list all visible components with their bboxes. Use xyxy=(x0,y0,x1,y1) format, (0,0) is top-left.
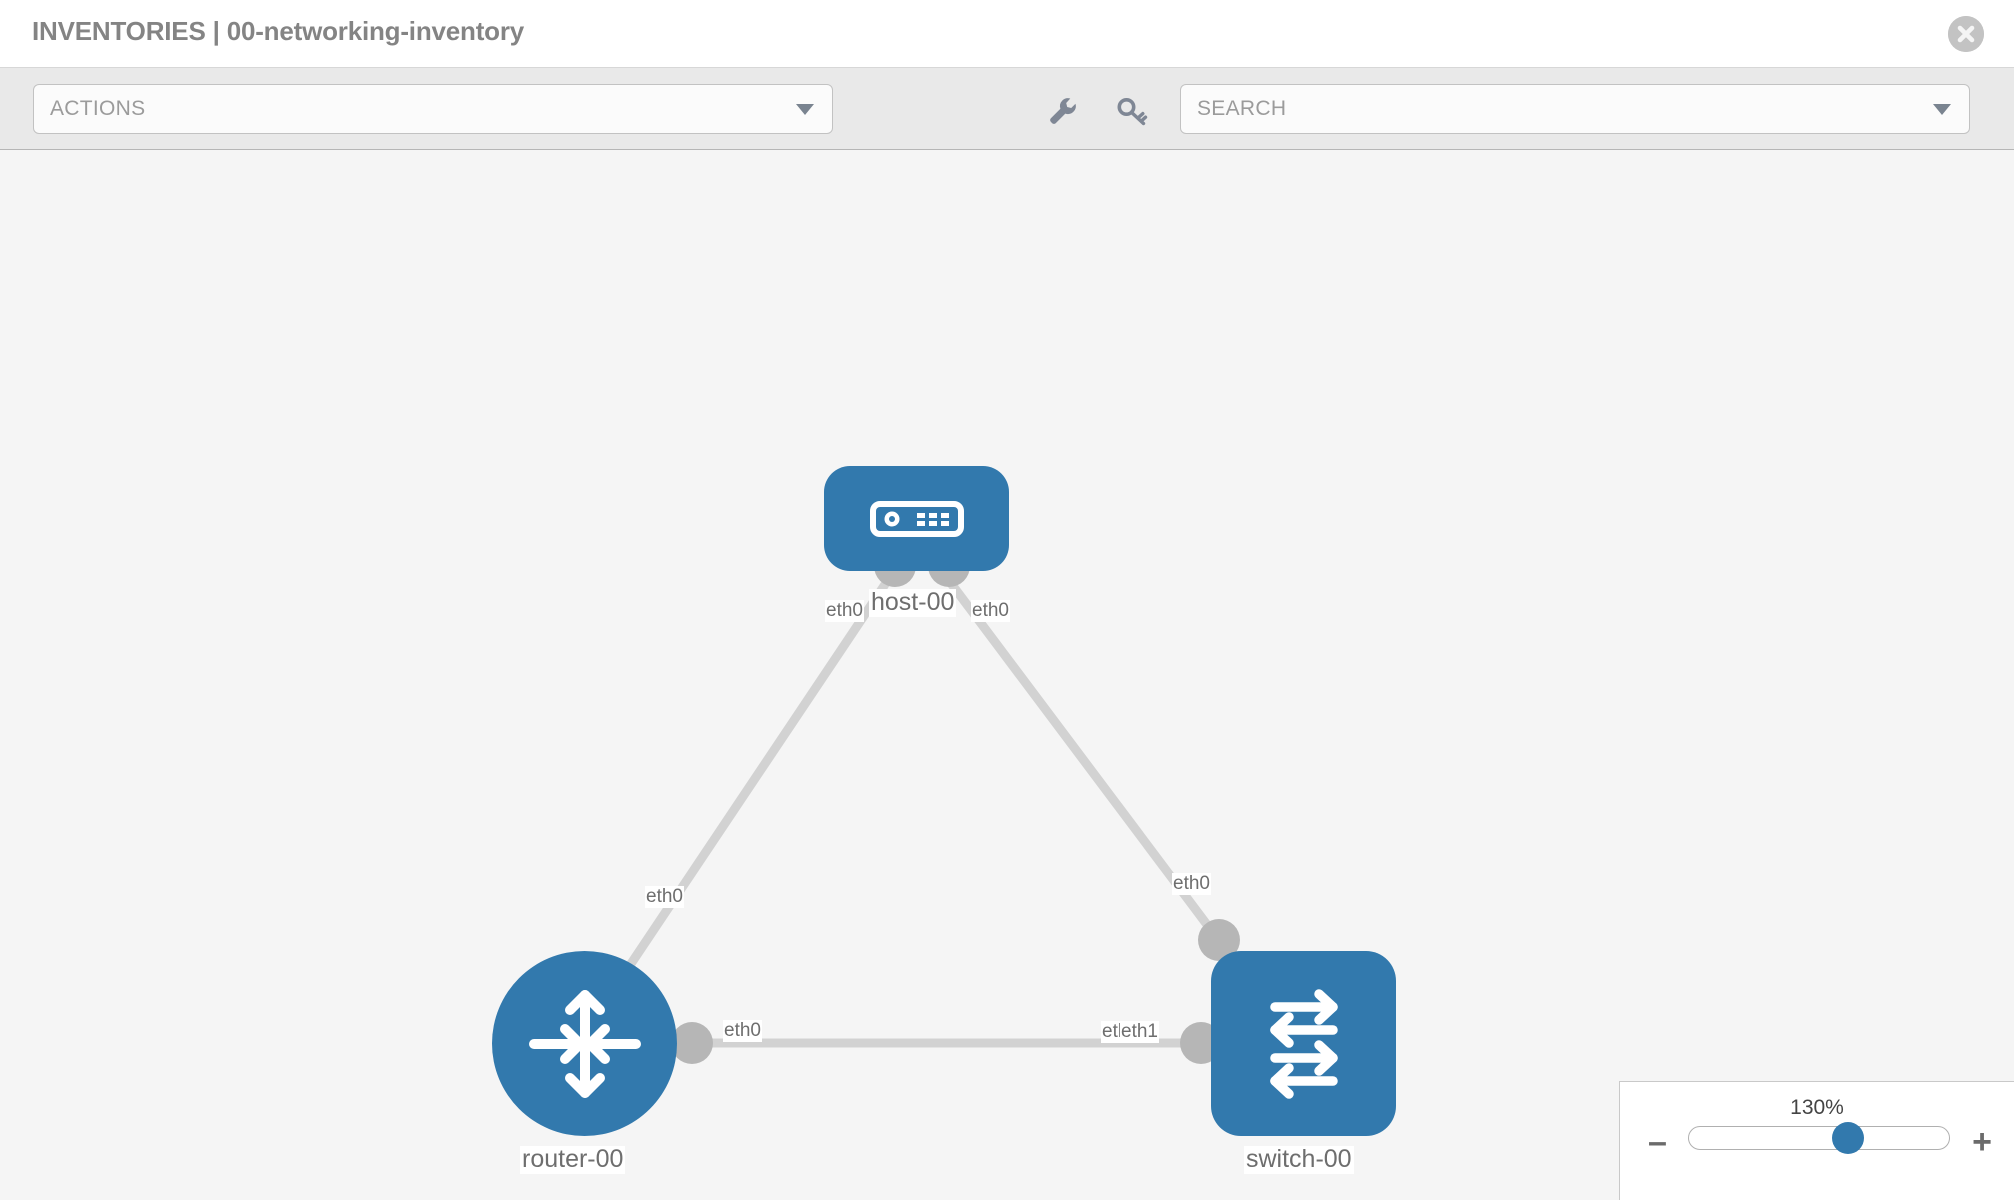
edge-label: eth0 xyxy=(1172,873,1211,895)
zoom-slider-thumb[interactable] xyxy=(1832,1122,1864,1154)
zoom-control-panel: 130% – + xyxy=(1619,1081,2014,1200)
server-icon xyxy=(869,500,964,537)
page-header: INVENTORIES | 00-networking-inventory xyxy=(0,0,2014,68)
router-arrows-icon xyxy=(528,989,641,1098)
actions-dropdown-label: ACTIONS xyxy=(50,97,146,120)
edge-label: eth1 xyxy=(1120,1021,1159,1043)
topology-canvas[interactable]: host-00 rout xyxy=(0,150,2014,1200)
node-label: switch-00 xyxy=(1244,1145,1354,1174)
close-icon[interactable] xyxy=(1948,16,1984,52)
node-label: router-00 xyxy=(520,1145,626,1174)
key-icon[interactable] xyxy=(1115,94,1149,128)
zoom-slider[interactable] xyxy=(1688,1122,1950,1154)
edge-label: eth0 xyxy=(825,600,864,622)
topology-edges xyxy=(596,559,1239,1048)
router-node-shape[interactable] xyxy=(492,951,677,1136)
wrench-icon[interactable] xyxy=(1046,94,1080,128)
edge-label: eth0 xyxy=(723,1020,762,1042)
edge-label: eth0 xyxy=(645,886,684,908)
search-input[interactable]: SEARCH xyxy=(1180,84,1970,134)
chevron-down-icon xyxy=(796,103,814,115)
zoom-in-button[interactable]: + xyxy=(1972,1123,1992,1161)
search-placeholder: SEARCH xyxy=(1197,97,1287,120)
edge-label: eth0 xyxy=(971,600,1010,622)
port-connector xyxy=(671,1022,713,1064)
zoom-out-button[interactable]: – xyxy=(1648,1123,1667,1161)
switch-arrows-icon xyxy=(1269,988,1338,1099)
zoom-level-label: 130% xyxy=(1790,1096,1844,1119)
host-node-shape[interactable] xyxy=(824,466,1009,571)
switch-node-shape[interactable] xyxy=(1211,951,1396,1136)
toolbar: ACTIONS SEARCH xyxy=(0,68,2014,150)
actions-dropdown[interactable]: ACTIONS xyxy=(33,84,833,134)
page-title: INVENTORIES | 00-networking-inventory xyxy=(32,16,525,46)
chevron-down-icon[interactable] xyxy=(1933,103,1951,115)
node-label: host-00 xyxy=(869,588,957,617)
